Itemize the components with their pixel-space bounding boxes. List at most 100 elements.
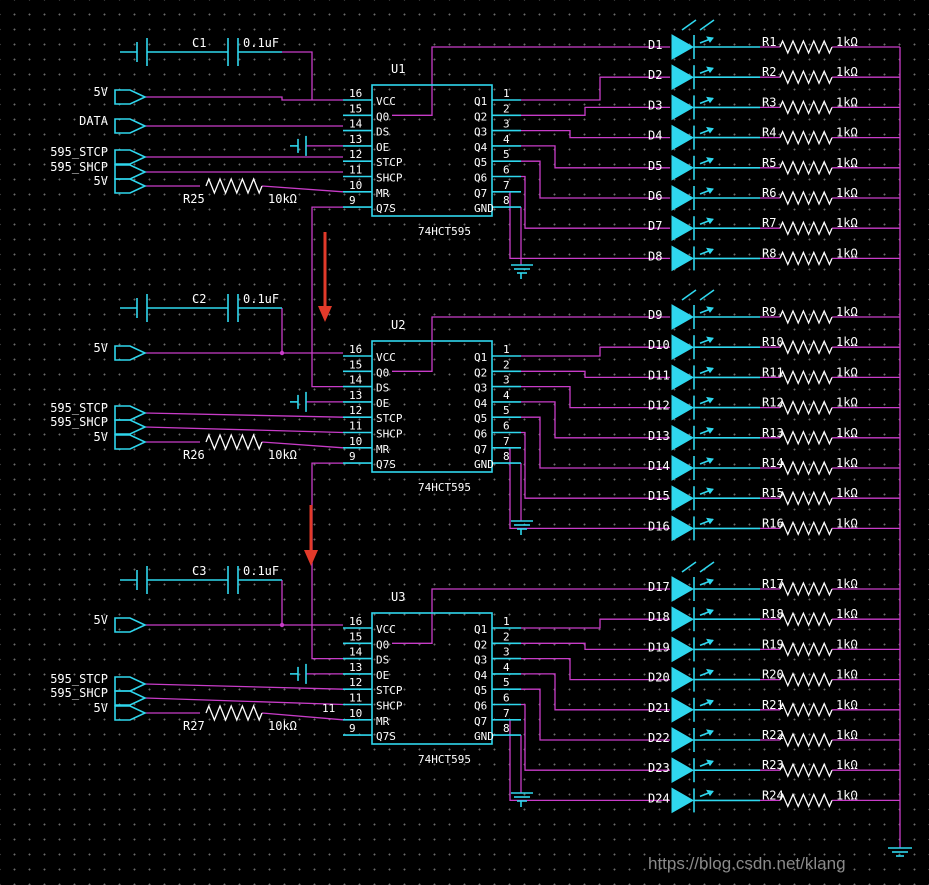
pin-number: 14 [349, 646, 363, 659]
resistor-ref: R11 [762, 365, 784, 379]
net-tag-label: 595_SHCP [50, 415, 108, 429]
led-D10 [671, 334, 695, 361]
led-ref: D8 [648, 249, 662, 263]
resistor-ref: R9 [762, 305, 776, 319]
pin-name: Q6 [474, 700, 487, 713]
pin-number: 4 [503, 133, 510, 146]
pin-number: 16 [349, 87, 362, 100]
light-arrowhead [706, 217, 714, 225]
pin-name: Q2 [474, 110, 487, 123]
net-tag-label: 595_STCP [50, 401, 108, 415]
resistor-R3 [779, 99, 833, 116]
pin-number: 4 [503, 661, 510, 674]
mr-resistor [205, 704, 263, 722]
pin-name: Q5 [474, 156, 487, 169]
pin-name: VCC [376, 95, 396, 108]
led-ref: D23 [648, 761, 670, 775]
light-arrow [681, 561, 697, 573]
resistor-ref: R18 [762, 607, 784, 621]
resistor-value: 1kΩ [836, 668, 858, 682]
resistor-ref: R13 [762, 426, 784, 440]
led-ref: D15 [648, 489, 670, 503]
resistor-R19 [779, 641, 833, 658]
pin-name: Q5 [474, 412, 487, 425]
led-D17 [671, 576, 695, 602]
resistor-value: 1kΩ [836, 216, 858, 230]
mr-wire [261, 441, 344, 449]
pin-name: GND [474, 202, 494, 215]
led-ref: D9 [648, 308, 662, 322]
led-D5 [671, 154, 695, 181]
resistor-ref: R19 [762, 637, 784, 651]
light-arrowhead [706, 96, 714, 104]
chip-part-number: 74HCT595 [418, 225, 471, 238]
net-tag-label: 5V [94, 701, 108, 715]
pin-number: 12 [349, 148, 362, 161]
resistor-value: 1kΩ [836, 365, 858, 379]
resistor-value: 1kΩ [836, 305, 858, 319]
led-ref: D11 [648, 368, 670, 382]
led-D4 [671, 124, 695, 151]
resistor-value: 1kΩ [836, 637, 858, 651]
pin-number: 13 [349, 661, 362, 674]
resistor-ref: R6 [762, 186, 776, 200]
led-D11 [671, 364, 695, 391]
q-wire [521, 642, 670, 651]
vcc-wire [145, 96, 343, 101]
led-D12 [671, 394, 695, 421]
resistor-R13 [779, 430, 833, 446]
resistor-ref: R4 [762, 126, 776, 140]
led-ref: D22 [648, 731, 670, 745]
light-arrow [699, 19, 715, 31]
resistor-value: 1kΩ [836, 335, 858, 349]
net-tag-label: 5V [94, 85, 108, 99]
net-tag [114, 676, 147, 692]
light-arrowhead [706, 638, 714, 646]
light-arrowhead [706, 457, 714, 464]
pin-annotation: 11 [322, 702, 335, 715]
pin-number: 11 [349, 420, 362, 433]
cap-vcc-wire [282, 51, 313, 100]
q-wire [521, 401, 670, 439]
resistor-ref: R15 [762, 486, 784, 500]
q-wire [521, 175, 670, 229]
net-tag [114, 89, 147, 105]
led-ref: D17 [648, 580, 670, 594]
pin-name: DS [376, 126, 389, 139]
watermark: https://blog.csdn.net/klang [648, 854, 846, 873]
led-ref: D4 [648, 129, 662, 143]
resistor-R4 [779, 129, 833, 146]
resistor-ref: R14 [762, 456, 784, 470]
resistor-value: 1kΩ [836, 728, 858, 742]
pin-number: 15 [349, 358, 362, 371]
pin-name: DS [376, 382, 389, 395]
net-tag-label: 595_SHCP [50, 160, 108, 174]
light-arrowhead [706, 306, 714, 313]
pin-number: 5 [503, 676, 510, 689]
resistor-value: 1kΩ [836, 577, 858, 591]
pin-number: 1 [503, 343, 510, 356]
resistor-R12 [779, 399, 833, 416]
chip-body [371, 84, 493, 217]
shcp-wire [144, 697, 344, 706]
red-arrow-head [304, 550, 318, 566]
net-tag [114, 345, 147, 361]
resistor-value: 10kΩ [268, 719, 297, 733]
capacitor-ref: C2 [192, 292, 206, 306]
light-arrow [699, 289, 715, 301]
q-wire [521, 688, 670, 741]
net-tag [114, 434, 147, 450]
led-ref: D1 [648, 38, 662, 52]
stcp-wire [144, 412, 344, 418]
pin-number: 14 [349, 374, 363, 387]
resistor-value: 1kΩ [836, 607, 858, 621]
pin-number: 6 [503, 164, 510, 177]
resistor-R18 [779, 611, 833, 627]
pin-name: Q7 [474, 715, 487, 728]
labels-layer: U174HCT59516VCC15Q014DS13OE12STCP11SHCP1… [50, 35, 857, 805]
resistor-value: 1kΩ [836, 516, 858, 530]
q-wire [521, 385, 670, 409]
capacitor-value: 0.1uF [243, 564, 279, 578]
resistor-value: 1kΩ [836, 486, 858, 500]
led-D14 [671, 455, 695, 481]
